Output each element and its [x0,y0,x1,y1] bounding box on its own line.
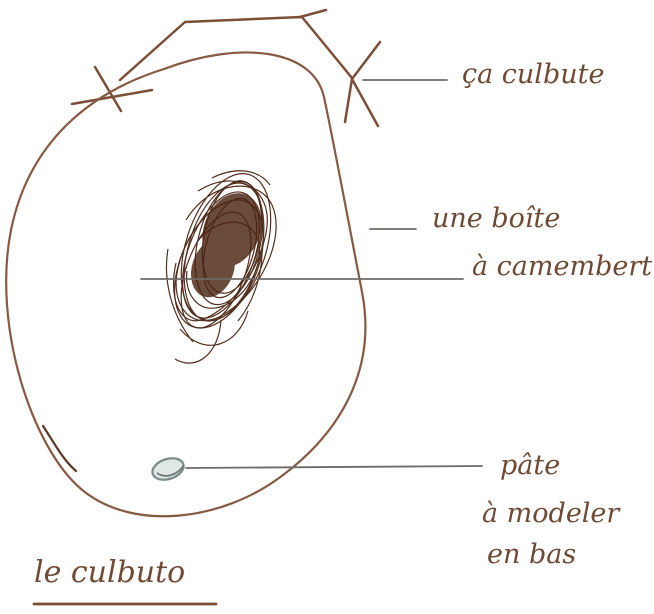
label-pate: pâte [500,450,560,481]
top-frame [72,10,380,126]
frame-right-x-1 [345,79,378,126]
leader-bottom [186,466,482,468]
label-ca-culbute: ça culbute [462,59,604,90]
frame-top-edge [120,17,352,80]
label-en-bas: en bas [487,539,576,570]
label-a-camembert: à camembert [472,251,652,282]
drawing-title: le culbuto [34,555,185,590]
label-a-modeler: à modeler [482,498,621,529]
camembert-box-outline [6,52,365,516]
label-une-boite: une boîte [432,203,560,234]
frame-top-right-arm [300,10,326,17]
frame-right-x-2 [352,42,380,79]
